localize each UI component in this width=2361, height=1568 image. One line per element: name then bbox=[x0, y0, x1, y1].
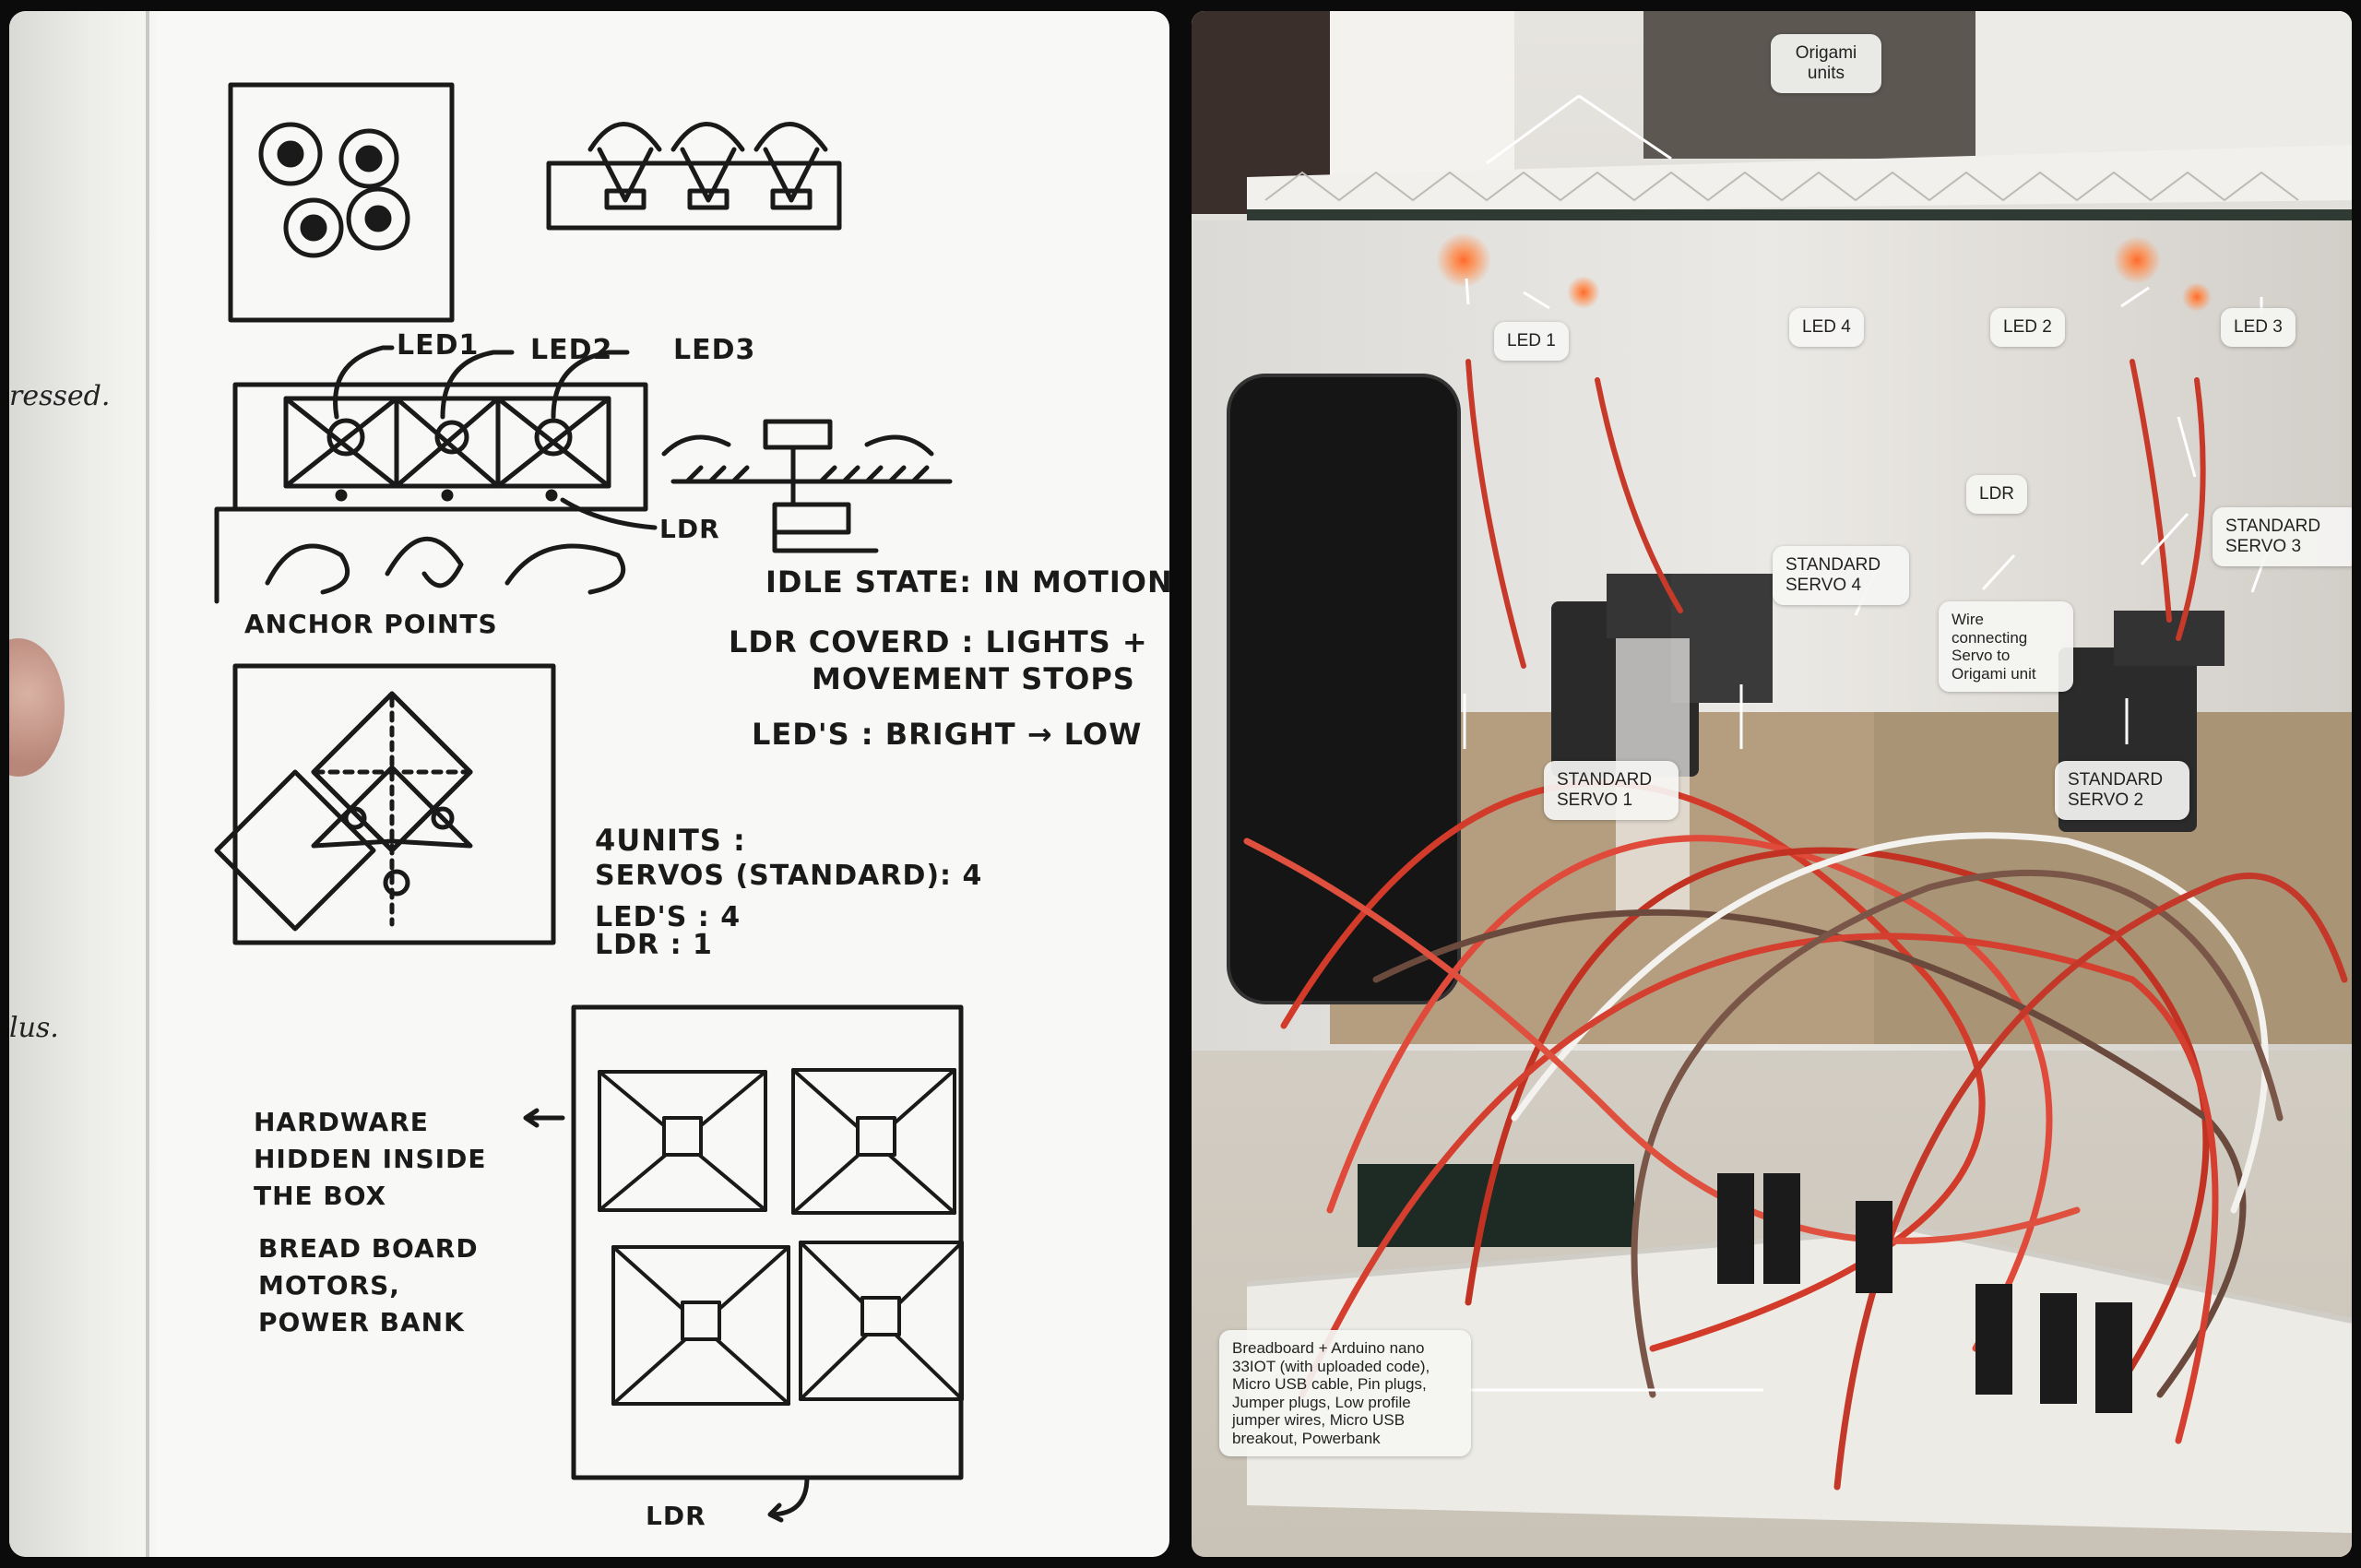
idle-state-note: IDLE STATE: IN MOTION bbox=[765, 564, 1169, 600]
anchor-points-label: ANCHOR POINTS bbox=[244, 609, 498, 639]
bottom-ldr-arrow bbox=[767, 1475, 810, 1523]
bottom-ldr-label: LDR bbox=[646, 1501, 706, 1531]
led3-label: LED3 bbox=[673, 334, 756, 366]
diamond-box bbox=[232, 663, 556, 945]
leds-bright-low-note: LED'S : BRIGHT → LOW bbox=[752, 717, 1143, 752]
led2-label: LED2 bbox=[530, 334, 613, 366]
ldr-label: LDR bbox=[659, 514, 720, 544]
hardware-note-1: HARDWARE bbox=[254, 1107, 429, 1137]
led3-arrow bbox=[551, 350, 630, 420]
led1-label: LED1 bbox=[397, 329, 480, 362]
ldr-arrow bbox=[560, 497, 658, 530]
hardware-note-2: HIDDEN INSIDE bbox=[254, 1144, 487, 1174]
photo-scene bbox=[1192, 11, 2352, 1557]
components-note-2: MOTORS, bbox=[258, 1270, 400, 1301]
flower-frame bbox=[228, 82, 455, 323]
page-gutter bbox=[9, 11, 157, 1557]
prototype-photo: Origami units LED 1 LED 4 LED 2 LED 3 LD… bbox=[1192, 11, 2352, 1557]
sketch-drawings bbox=[214, 82, 964, 1523]
units-servos: SERVOS (STANDARD): 4 bbox=[595, 860, 983, 892]
units-ldr: LDR : 1 bbox=[595, 929, 713, 961]
umbrella-units bbox=[587, 122, 828, 210]
callout-servo4: STANDARD SERVO 4 bbox=[1773, 546, 1909, 605]
led-unit-box bbox=[232, 382, 648, 512]
callout-led3: LED 3 bbox=[2221, 308, 2296, 347]
callout-ldr: LDR bbox=[1966, 475, 2028, 514]
side-view-box bbox=[546, 160, 842, 231]
callout-origami-units: Origami units bbox=[1771, 34, 1881, 93]
callout-led4: LED 4 bbox=[1789, 308, 1864, 347]
callout-servo1: STANDARD SERVO 1 bbox=[1544, 761, 1679, 820]
notebook-spine bbox=[146, 11, 149, 1557]
callout-wire: Wire connecting Servo to Origami unit bbox=[1939, 601, 2073, 693]
movement-stops-note: MOVEMENT STOPS bbox=[812, 661, 1135, 696]
hardware-note-3: THE BOX bbox=[254, 1181, 387, 1211]
components-note-1: BREAD BOARD bbox=[258, 1233, 479, 1264]
hatched-units bbox=[598, 1068, 964, 1406]
units-leds: LED'S : 4 bbox=[595, 901, 742, 933]
callout-servo2: STANDARD SERVO 2 bbox=[2055, 761, 2189, 820]
callout-servo3: STANDARD SERVO 3 bbox=[2213, 507, 2352, 566]
hardware-arrow bbox=[523, 1108, 565, 1128]
led2-arrow bbox=[440, 350, 515, 420]
flower-sketch bbox=[258, 122, 410, 258]
margin-note-plus: lus. bbox=[9, 1012, 59, 1044]
ldr-covered-note: LDR COVERD : LIGHTS + bbox=[729, 624, 1148, 659]
callout-led2: LED 2 bbox=[1990, 308, 2065, 347]
units-title: 4UNITS : bbox=[595, 823, 746, 858]
led1-arrow bbox=[333, 345, 395, 420]
callout-breadboard: Breadboard + Arduino nano 33IOT (with up… bbox=[1219, 1330, 1471, 1457]
margin-note-pressed: ressed. bbox=[9, 380, 111, 412]
sketch-page: ressed. lus. bbox=[9, 11, 1169, 1557]
callout-led1: LED 1 bbox=[1494, 322, 1569, 361]
components-note-3: POWER BANK bbox=[258, 1307, 465, 1337]
